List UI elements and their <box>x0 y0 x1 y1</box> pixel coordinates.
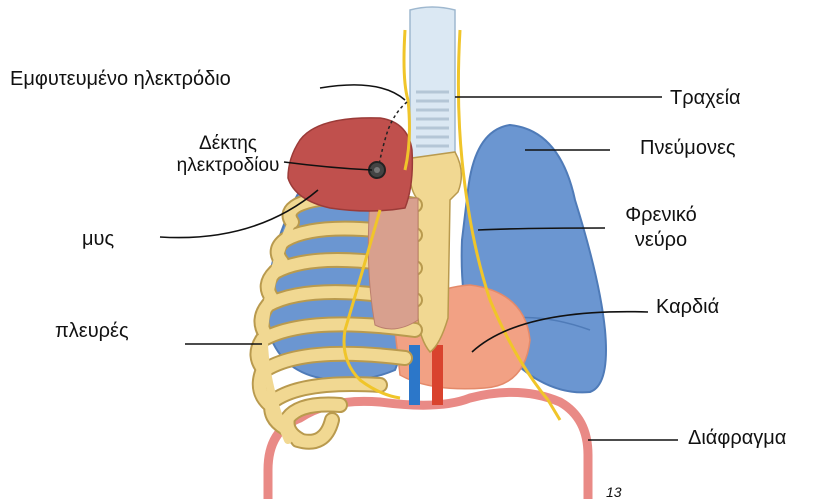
label-heart: Καρδιά <box>656 296 719 318</box>
label-receiver: Δέκτης ηλεκτροδίου <box>174 133 282 177</box>
label-phrenic-line1: Φρενικό <box>605 203 717 228</box>
electrode-receiver-core <box>374 167 380 173</box>
label-phrenic-line2: νεύρο <box>605 228 717 253</box>
page-number: 13 <box>606 484 622 500</box>
label-muscle: μυς <box>82 228 114 250</box>
label-trachea: Τραχεία <box>670 87 741 109</box>
pectoral-muscle-strip <box>368 198 418 329</box>
artery-red <box>432 345 443 405</box>
label-phrenic-nerve: Φρενικό νεύρο <box>605 203 717 253</box>
label-receiver-line1: Δέκτης <box>174 133 282 155</box>
label-lungs: Πνεύμονες <box>640 137 736 159</box>
label-implanted-electrode: Εμφυτευμένο ηλεκτρόδιο <box>10 68 231 90</box>
trachea-rings <box>416 92 449 146</box>
label-diaphragm: Διάφραγμα <box>688 427 786 449</box>
pointer-implanted-electrode <box>320 85 405 100</box>
label-receiver-line2: ηλεκτροδίου <box>174 155 282 177</box>
label-ribs: πλευρές <box>55 320 129 342</box>
